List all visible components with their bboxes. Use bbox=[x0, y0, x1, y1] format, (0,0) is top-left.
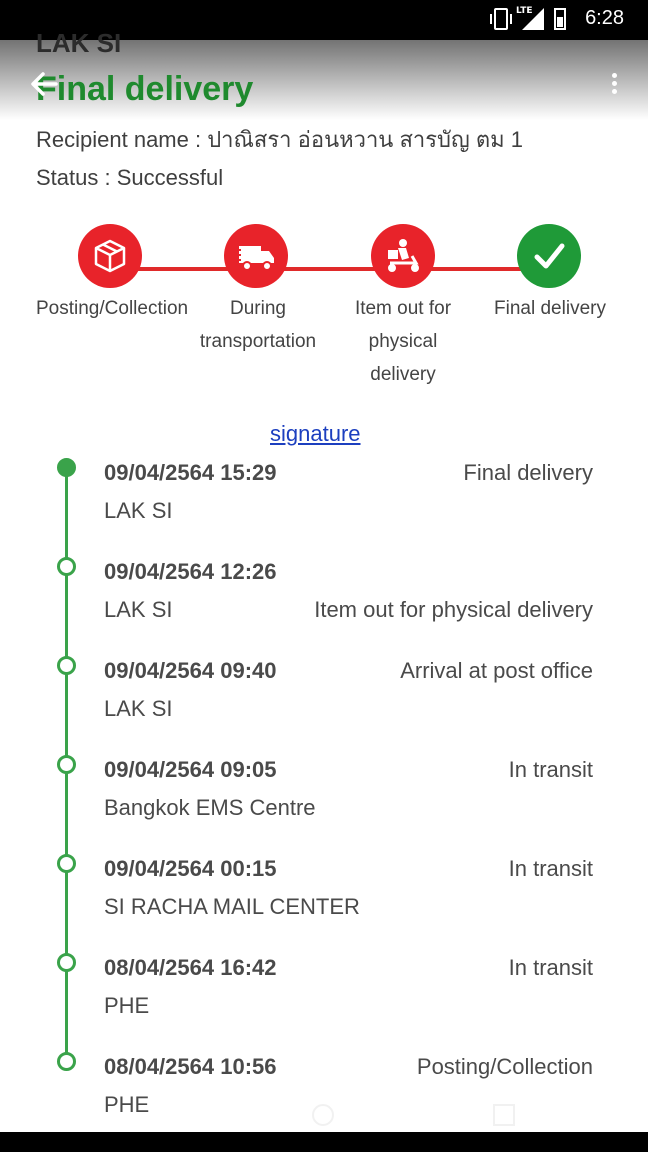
recipient-name: Recipient name : ปาณิสรา อ่อนหวาน สารบัญ… bbox=[36, 127, 524, 152]
navigation-bar bbox=[0, 1132, 648, 1152]
more-vert-icon bbox=[611, 73, 617, 78]
timeline-item: 08/04/2564 16:42 In transit PHE bbox=[0, 949, 648, 1039]
timeline-dot bbox=[57, 854, 76, 873]
progress-line bbox=[110, 267, 550, 271]
timeline-item: 08/04/2564 10:56 Posting/Collection PHE bbox=[0, 1048, 648, 1138]
box-icon bbox=[78, 224, 142, 288]
step-label-final: Final delivery bbox=[494, 298, 606, 319]
battery-icon bbox=[554, 8, 566, 30]
clock: 6:28 bbox=[585, 7, 624, 29]
event-place: SI RACHA MAIL CENTER bbox=[104, 894, 360, 919]
timeline-dot bbox=[57, 557, 76, 576]
event-datetime: 09/04/2564 09:40 bbox=[104, 658, 277, 683]
vibrate-icon bbox=[490, 8, 512, 30]
timeline-dot bbox=[57, 1052, 76, 1071]
back-button[interactable] bbox=[26, 66, 62, 102]
event-status: In transit bbox=[508, 955, 593, 980]
timeline-item: 09/04/2564 09:05 In transit Bangkok EMS … bbox=[0, 751, 648, 841]
event-place: LAK SI bbox=[104, 597, 173, 622]
status-bar: LTE 6:28 bbox=[0, 0, 648, 40]
timeline-dot-current bbox=[57, 458, 76, 477]
delivery-status: Status : Successful bbox=[36, 165, 224, 190]
event-datetime: 09/04/2564 09:05 bbox=[104, 757, 277, 782]
timeline-item: 09/04/2564 12:26 Item out for physical d… bbox=[0, 553, 648, 643]
status-icons: LTE bbox=[490, 6, 566, 30]
event-place: PHE bbox=[104, 1092, 150, 1117]
event-status: In transit bbox=[508, 856, 593, 881]
step-label-out-for-delivery: Item out for physical delivery bbox=[354, 298, 452, 385]
arrow-left-icon bbox=[31, 72, 58, 96]
timeline-dot bbox=[57, 656, 76, 675]
event-datetime: 08/04/2564 10:56 bbox=[104, 1054, 277, 1079]
scooter-icon bbox=[371, 224, 435, 288]
progress-steps: Posting/Collection During transportation… bbox=[0, 222, 648, 392]
event-place: LAK SI bbox=[104, 498, 173, 523]
event-place: LAK SI bbox=[104, 696, 173, 721]
more-vert-button[interactable] bbox=[598, 70, 630, 100]
event-status: Final delivery bbox=[463, 460, 593, 485]
timeline-item: 09/04/2564 15:29 Final delivery LAK SI bbox=[0, 454, 648, 544]
event-place: Bangkok EMS Centre bbox=[104, 795, 316, 820]
page-title: Final delivery bbox=[36, 70, 254, 108]
step-label-transport: During transportation bbox=[199, 298, 317, 352]
event-status: In transit bbox=[508, 757, 593, 782]
event-status: Item out for physical delivery bbox=[314, 597, 593, 622]
event-place: PHE bbox=[104, 993, 150, 1018]
check-icon bbox=[517, 224, 581, 288]
event-datetime: 09/04/2564 15:29 bbox=[104, 460, 277, 485]
header-subtitle: LAK SI bbox=[36, 28, 122, 58]
timeline-item: 09/04/2564 09:40 Arrival at post office … bbox=[0, 652, 648, 742]
network-type: LTE bbox=[516, 6, 533, 16]
event-status: Arrival at post office bbox=[400, 658, 593, 683]
signature-link[interactable]: signature bbox=[270, 421, 361, 446]
event-status: Posting/Collection bbox=[416, 1054, 593, 1079]
timeline-dot bbox=[57, 953, 76, 972]
step-label-posting: Posting/Collection bbox=[36, 298, 189, 319]
event-datetime: 08/04/2564 16:42 bbox=[104, 955, 277, 980]
event-datetime: 09/04/2564 00:15 bbox=[104, 856, 277, 881]
truck-icon bbox=[224, 224, 288, 288]
app-header bbox=[0, 40, 648, 120]
lte-signal-icon: LTE bbox=[516, 6, 544, 30]
timeline-dot bbox=[57, 755, 76, 774]
event-datetime: 09/04/2564 12:26 bbox=[104, 559, 277, 584]
recents-nav-button[interactable] bbox=[493, 1104, 515, 1126]
timeline-item: 09/04/2564 00:15 In transit SI RACHA MAI… bbox=[0, 850, 648, 940]
home-nav-button[interactable] bbox=[312, 1104, 334, 1126]
